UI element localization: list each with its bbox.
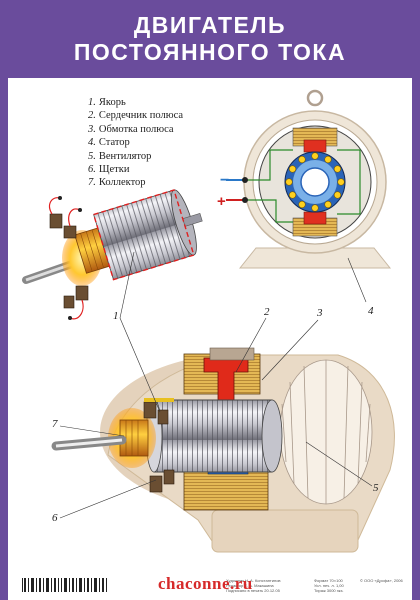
- barcode: [22, 578, 107, 592]
- legend: 1.Якорь 2.Сердечник полюса 3.Обмотка пол…: [88, 96, 183, 190]
- legend-item: 2.Сердечник полюса: [88, 110, 184, 122]
- watermark: chaconne.ru: [158, 574, 253, 593]
- legend-item: 3.Обмотка полюса: [88, 123, 174, 135]
- callout-5: 5: [373, 482, 379, 494]
- title-line-1: ДВИГАТЕЛЬ: [133, 12, 287, 38]
- callout-7: 7: [52, 418, 58, 430]
- poster: ДВИГАТЕЛЬ ПОСТОЯННОГО ТОКА 1.Якорь 2.Сер…: [8, 0, 412, 600]
- legend-item: 7.Коллектор: [88, 177, 146, 189]
- motor-cross-section: [226, 89, 392, 269]
- title-band: ДВИГАТЕЛЬ ПОСТОЯННОГО ТОКА: [8, 0, 412, 78]
- leader-lines: [59, 251, 373, 519]
- callout-4: 4: [368, 305, 374, 317]
- small-armature: [22, 189, 203, 320]
- callout-3: 3: [317, 307, 323, 319]
- fineprint-col3: © ООО «Дрофа», 2006: [360, 578, 403, 583]
- motor-diagram: − +: [22, 89, 395, 553]
- callout-2: 2: [264, 306, 270, 318]
- minus-terminal: −: [220, 172, 229, 189]
- title-line-2: ПОСТОЯННОГО ТОКА: [73, 39, 347, 65]
- footer: [8, 571, 412, 600]
- legend-item: 4.Статор: [88, 137, 130, 149]
- legend-item: 1.Якорь: [88, 97, 126, 108]
- legend-item: 6.Щетки: [88, 164, 130, 176]
- legend-item: 5.Вентилятор: [88, 150, 152, 162]
- callout-6: 6: [52, 512, 58, 524]
- plus-terminal: +: [217, 193, 226, 210]
- fineprint-col2: Формат 70×100 Усл. печ. л. 1,00 Тираж 30…: [314, 578, 344, 593]
- fineprint-col1: Художник Н. А. Константинов Редактор Е. …: [226, 578, 281, 593]
- large-motor: [51, 347, 395, 553]
- callout-1: 1: [113, 310, 119, 322]
